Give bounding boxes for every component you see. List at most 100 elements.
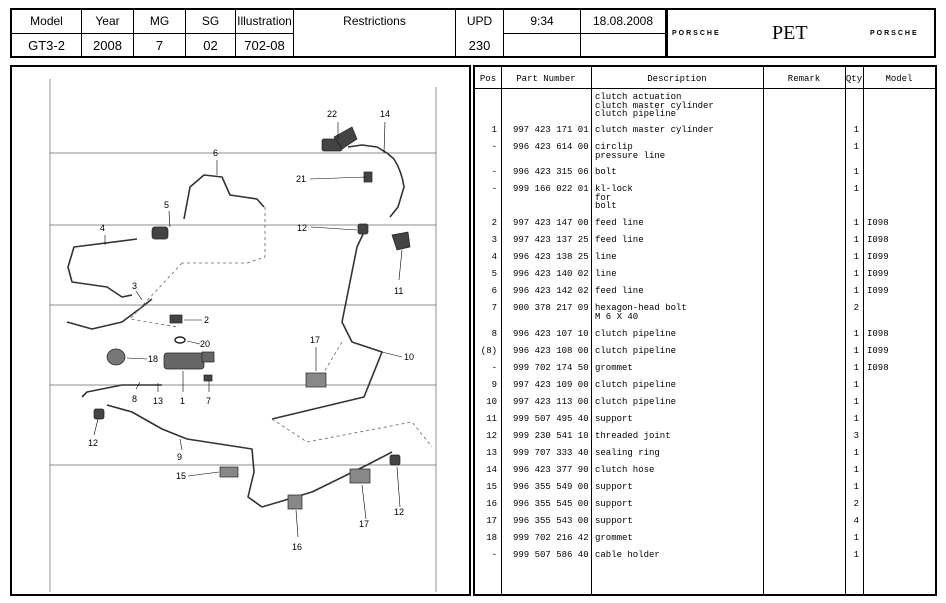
description-line: feed line bbox=[595, 218, 644, 228]
mg-label: MG bbox=[149, 14, 170, 28]
callout-label: 9 bbox=[177, 452, 182, 462]
brand-logo-right: PORSCHE bbox=[870, 30, 919, 37]
column-divider bbox=[501, 67, 502, 594]
description-line: M 6 X 40 bbox=[595, 311, 639, 322]
cell-qty: 1 bbox=[853, 533, 859, 543]
cell-qty: 1 bbox=[853, 235, 859, 245]
cell-description: clutch master cylinder bbox=[595, 126, 763, 135]
cell-qty: 1 bbox=[853, 380, 859, 390]
cell-qty: 2 bbox=[853, 303, 859, 313]
cell-description: feed line bbox=[595, 236, 763, 245]
cell-qty: 1 bbox=[853, 397, 859, 407]
callout-label: 18 bbox=[148, 354, 158, 364]
date-value: 18.08.2008 bbox=[592, 14, 654, 28]
callout-label: 20 bbox=[200, 339, 210, 349]
cell-part-number: 999 507 586 40 bbox=[513, 550, 589, 560]
cell-description: support bbox=[595, 415, 763, 424]
year-cell: Year 2008 bbox=[82, 10, 134, 56]
cell-description: clutch hose bbox=[595, 466, 763, 475]
cell-part-number: 996 423 138 25 bbox=[513, 252, 589, 262]
cell-qty: 1 bbox=[853, 346, 859, 356]
description-line: support bbox=[595, 414, 633, 424]
page-title: PET bbox=[772, 22, 808, 44]
cell-qty: 1 bbox=[853, 269, 859, 279]
illustration-label: Illustration bbox=[237, 14, 292, 28]
description-line: cable holder bbox=[595, 550, 660, 560]
cell-pos: 9 bbox=[491, 380, 497, 390]
cell-model: I099 bbox=[867, 252, 889, 262]
cell-qty: 1 bbox=[853, 167, 859, 177]
callout-label: 11 bbox=[394, 286, 403, 296]
cell-model: I099 bbox=[867, 269, 889, 279]
cell-qty: 4 bbox=[853, 516, 859, 526]
cell-part-number: 999 702 216 42 bbox=[513, 533, 589, 543]
cell-description: support bbox=[595, 517, 763, 526]
description-line: feed line bbox=[595, 286, 644, 296]
cell-description: line bbox=[595, 253, 763, 262]
divider bbox=[134, 33, 185, 34]
cell-part-number: 999 507 495 40 bbox=[513, 414, 589, 424]
description-line: feed line bbox=[595, 235, 644, 245]
time-value: 9:34 bbox=[530, 14, 554, 28]
model-label: Model bbox=[30, 14, 63, 28]
cell-qty: 1 bbox=[853, 125, 859, 135]
callout-label: 16 bbox=[292, 542, 302, 552]
description-line: support bbox=[595, 482, 633, 492]
divider bbox=[666, 10, 669, 56]
callout-label: 2 bbox=[204, 315, 209, 325]
cell-part-number: 997 423 147 00 bbox=[513, 218, 589, 228]
cell-description: clutch pipeline bbox=[595, 347, 763, 356]
upd-label: UPD bbox=[466, 14, 493, 28]
cell-pos: (8) bbox=[480, 346, 497, 356]
upd-value: 230 bbox=[468, 38, 491, 53]
description-line: line bbox=[595, 252, 617, 262]
description-line: bolt bbox=[595, 167, 617, 177]
callout-label: 21 bbox=[296, 174, 306, 184]
cell-part-number: 996 423 315 06 bbox=[513, 167, 589, 177]
illustration-cell: Illustration 702-08 bbox=[236, 10, 294, 56]
cell-pos: 17 bbox=[486, 516, 497, 526]
callout-label: 12 bbox=[88, 438, 98, 448]
cell-part-number: 996 423 108 00 bbox=[513, 346, 589, 356]
mg-cell: MG 7 bbox=[134, 10, 186, 56]
cell-model: I099 bbox=[867, 346, 889, 356]
cell-description: feed line bbox=[595, 287, 763, 296]
cell-model: I098 bbox=[867, 235, 889, 245]
cell-pos: 14 bbox=[486, 465, 497, 475]
divider bbox=[236, 33, 293, 34]
cell-part-number: 999 166 022 01 bbox=[513, 184, 589, 194]
cell-qty: 2 bbox=[853, 499, 859, 509]
cell-pos: 18 bbox=[486, 533, 497, 543]
description-line: clutch pipeline bbox=[595, 346, 677, 356]
divider bbox=[82, 33, 133, 34]
cell-description: grommet bbox=[595, 534, 763, 543]
callout-label: 10 bbox=[404, 352, 414, 362]
callout-label: 5 bbox=[164, 200, 169, 210]
cell-model: I098 bbox=[867, 363, 889, 373]
cell-qty: 1 bbox=[853, 414, 859, 424]
callout-label: 6 bbox=[213, 148, 218, 158]
cell-part-number: 996 423 107 10 bbox=[513, 329, 589, 339]
description-line: clutch pipeline bbox=[595, 397, 677, 407]
cell-pos: - bbox=[491, 142, 497, 152]
description-line: pressure line bbox=[595, 150, 666, 161]
description-line: grommet bbox=[595, 533, 633, 543]
cell-description: bolt bbox=[595, 168, 763, 177]
cell-pos: 13 bbox=[486, 448, 497, 458]
cell-qty: 1 bbox=[853, 218, 859, 228]
description-line: for bbox=[595, 192, 612, 203]
cell-qty: 3 bbox=[853, 431, 859, 441]
cell-qty: 1 bbox=[853, 286, 859, 296]
cell-description: clutch pipeline bbox=[595, 330, 763, 339]
description-line: bolt bbox=[595, 201, 617, 211]
cell-qty: 1 bbox=[853, 482, 859, 492]
cell-part-number: 999 707 333 40 bbox=[513, 448, 589, 458]
col-header-qty: Qty bbox=[845, 74, 863, 84]
cell-description: line bbox=[595, 270, 763, 279]
cell-pos: 6 bbox=[491, 286, 497, 296]
cell-part-number: 996 423 377 90 bbox=[513, 465, 589, 475]
cell-qty: 1 bbox=[853, 363, 859, 373]
cell-pos: 2 bbox=[491, 218, 497, 228]
column-divider bbox=[863, 67, 864, 594]
